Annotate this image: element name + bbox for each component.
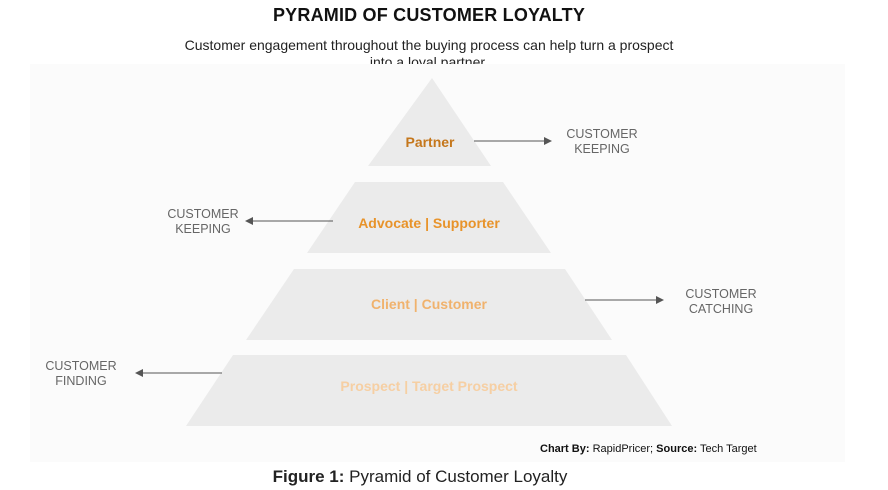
- side-label-client-catching: CUSTOMER CATCHING: [671, 287, 771, 317]
- credit-chart-by-value: RapidPricer;: [592, 443, 654, 455]
- figure-caption-label: Figure 1:: [272, 467, 345, 486]
- side-label-partner-keeping: CUSTOMER KEEPING: [552, 127, 652, 157]
- subtitle-line-1: Customer engagement throughout the buyin…: [184, 37, 674, 53]
- chart-credit: Chart By: RapidPricer; Source: Tech Targ…: [540, 443, 757, 455]
- side-label-line-1: CUSTOMER: [45, 359, 117, 373]
- credit-chart-by-label: Chart By:: [540, 443, 590, 455]
- figure-caption: Figure 1: Pyramid of Customer Loyalty: [0, 467, 840, 487]
- layer-label-advocate: Advocate | Supporter: [358, 215, 500, 231]
- credit-source-value: Tech Target: [700, 443, 757, 455]
- side-label-advocate-keeping: CUSTOMER KEEPING: [153, 207, 253, 237]
- layer-label-client: Client | Customer: [371, 296, 487, 312]
- credit-source-label: Source:: [656, 443, 698, 455]
- layer-label-partner: Partner: [405, 134, 455, 150]
- side-label-line-2: KEEPING: [175, 222, 231, 236]
- side-label-line-2: CATCHING: [688, 302, 754, 316]
- diagram-title: PYRAMID OF CUSTOMER LOYALTY: [272, 5, 586, 25]
- side-label-prospect-finding: CUSTOMER FINDING: [31, 359, 131, 389]
- side-label-line-2: FINDING: [55, 374, 107, 388]
- pyramid-layer-prospect: [186, 355, 672, 426]
- side-label-line-2: KEEPING: [574, 142, 630, 156]
- pyramid-layer-advocate: [307, 182, 551, 253]
- side-label-line-1: CUSTOMER: [167, 207, 239, 221]
- pyramid-layer-client: [246, 269, 612, 340]
- layer-label-prospect: Prospect | Target Prospect: [340, 378, 518, 394]
- figure-caption-text: Pyramid of Customer Loyalty: [349, 467, 568, 486]
- side-label-line-1: CUSTOMER: [685, 287, 757, 301]
- pyramid-layer-partner: [368, 78, 491, 166]
- side-label-line-1: CUSTOMER: [566, 127, 638, 141]
